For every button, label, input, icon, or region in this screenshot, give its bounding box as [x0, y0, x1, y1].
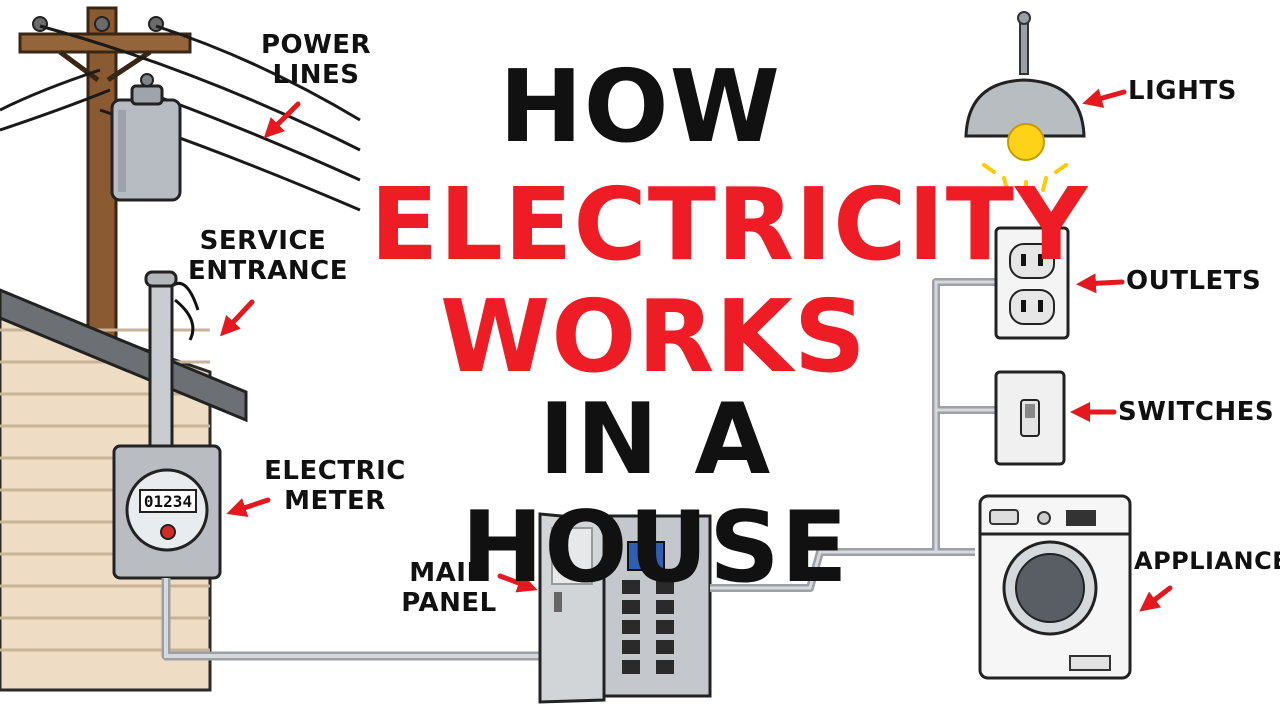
label-service-entrance-2: ENTRANCE: [188, 256, 348, 286]
outlet-icon: [994, 226, 1070, 340]
label-electric-meter: ELECTRIC METER: [262, 456, 408, 516]
label-service-entrance: SERVICE ENTRANCE: [188, 226, 348, 286]
arrow-icon: [497, 573, 538, 593]
electric-meter-icon: 01234: [112, 444, 222, 580]
arrow-icon: [1139, 585, 1173, 612]
arrows: [219, 88, 1173, 612]
label-main-panel-1: MAIN: [409, 558, 489, 588]
meter-reading: 01234: [144, 492, 192, 511]
label-power-lines-2: LINES: [272, 60, 360, 90]
arrow-icon: [263, 101, 301, 139]
title-line-works: WORKS: [440, 278, 867, 395]
label-appliances: APPLIANCES: [1134, 547, 1280, 575]
label-main-panel-2: PANEL: [401, 588, 497, 618]
label-lights: LIGHTS: [1128, 76, 1237, 106]
title-line-electricity: ELECTRICITY: [370, 166, 1089, 283]
arrow-icon: [219, 299, 255, 337]
arrow-icon: [1076, 273, 1125, 294]
label-power-lines: POWER LINES: [256, 30, 376, 90]
label-electric-meter-1: ELECTRIC: [264, 456, 406, 486]
label-main-panel: MAIN PANEL: [396, 558, 502, 618]
light-switch-icon: [994, 370, 1066, 466]
label-electric-meter-2: METER: [284, 486, 386, 516]
label-outlets: OUTLETS: [1126, 266, 1262, 296]
pendant-lamp-icon: [964, 11, 1086, 197]
arrow-icon: [1082, 88, 1127, 108]
label-service-entrance-1: SERVICE: [199, 226, 327, 256]
title-line-how: HOW: [498, 48, 781, 165]
title-line-in-a-house: IN A HOUSE: [461, 383, 849, 605]
main-panel-icon: [538, 512, 712, 704]
label-power-lines-1: POWER: [260, 30, 372, 60]
transformer-icon: [110, 73, 182, 202]
label-switches: SWITCHES: [1118, 397, 1275, 427]
arrow-icon: [226, 497, 271, 518]
washing-machine-icon: [978, 494, 1132, 680]
